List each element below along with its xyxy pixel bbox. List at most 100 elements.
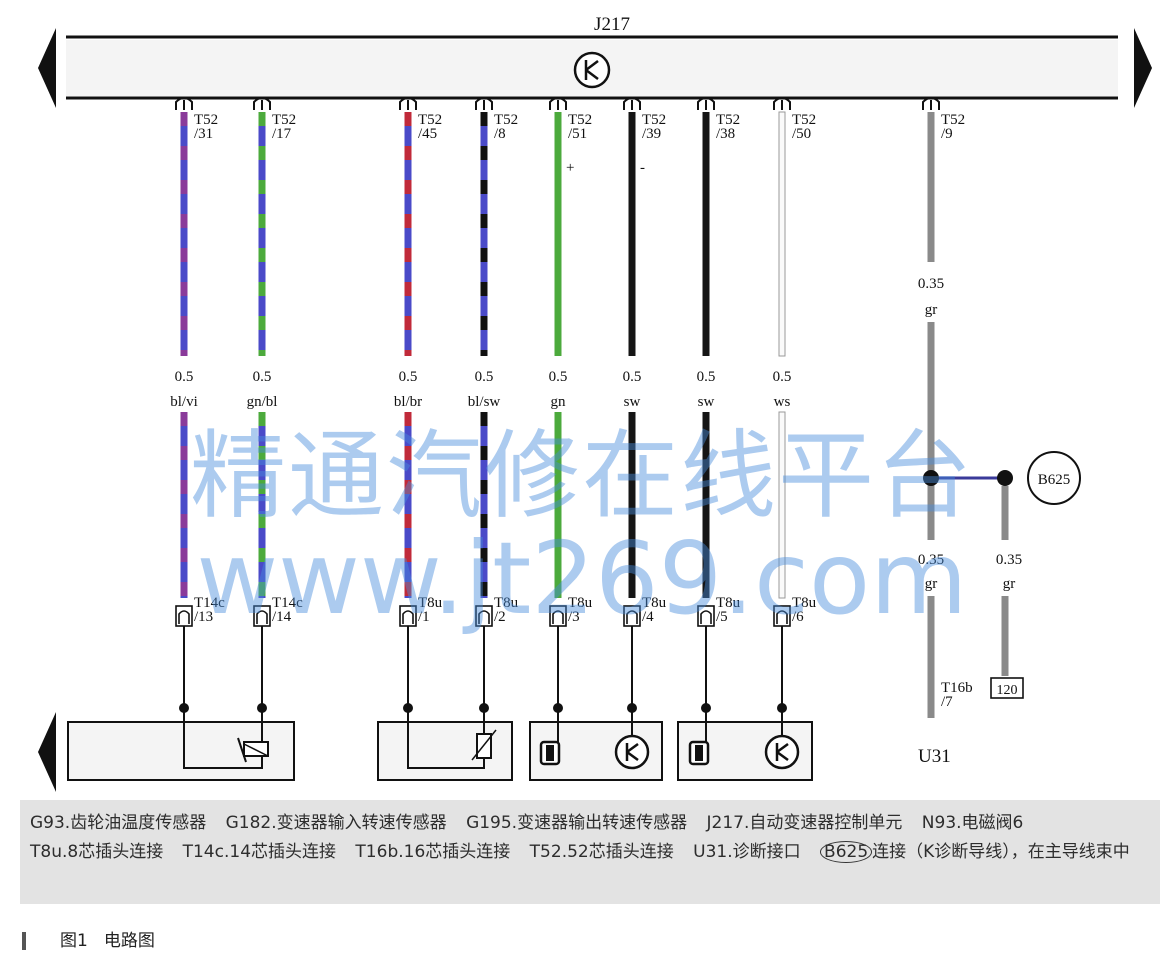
polarity-mark: + — [566, 160, 574, 176]
plug-terminal-icon — [399, 97, 417, 110]
legend-item: T52.52芯插头连接 — [529, 842, 674, 862]
wire-gauge: 0.5 — [697, 369, 716, 385]
component-g93-n93 — [67, 721, 295, 781]
plug-terminal-icon — [623, 97, 641, 110]
wire-color-code: gn/bl — [247, 394, 278, 410]
speed-sensor-icon — [688, 708, 710, 766]
pin-label: T52 — [272, 112, 296, 128]
polarity-mark: - — [640, 160, 645, 176]
pin-label: T52 — [642, 112, 666, 128]
legend-item: G195.变速器输出转速传感器 — [466, 813, 688, 833]
ecu-symbol-icon — [764, 708, 800, 770]
splice-b625-circle — [1027, 451, 1081, 505]
connector-socket-icon — [175, 605, 193, 627]
connector-label: /5 — [716, 609, 728, 625]
caption-bar — [22, 932, 26, 950]
wire-gauge: 0.5 — [399, 369, 418, 385]
pin-label: T52 — [716, 112, 740, 128]
connector-label: T8u — [418, 595, 443, 611]
wire-color-code: bl/br — [394, 394, 422, 410]
connector-label: /6 — [792, 609, 804, 625]
connector-label: /13 — [194, 609, 213, 625]
ecu-symbol-icon — [614, 708, 650, 770]
connector-label: /3 — [568, 609, 580, 625]
arrow-right-icon — [1134, 28, 1152, 108]
arrow-left-icon — [38, 28, 56, 108]
wire-gauge: 0.5 — [773, 369, 792, 385]
pin-label: T52 — [494, 112, 518, 128]
diagnostic-unit-label: U31 — [918, 746, 951, 767]
wire-segment — [778, 411, 786, 599]
connector-label: T14c — [194, 595, 225, 611]
caption-fig: 图1 — [60, 931, 88, 951]
connector-label: /1 — [418, 609, 430, 625]
wire-color-code: sw — [624, 394, 641, 410]
legend-item: U31.诊断接口 — [693, 842, 801, 862]
solenoid-valve-icon — [237, 737, 269, 763]
connector-label: T8u — [642, 595, 667, 611]
module-label: J217 — [594, 14, 630, 35]
connector-label: 120 — [997, 683, 1018, 698]
pin-label: T52 — [418, 112, 442, 128]
wire-color-code: bl/vi — [170, 394, 198, 410]
pin-label: /45 — [418, 126, 437, 142]
wire-color-code: ws — [774, 394, 791, 410]
pin-label: /9 — [941, 126, 953, 142]
wire-color-code: gn — [551, 394, 567, 410]
plug-terminal-icon — [549, 97, 567, 110]
speed-sensor-icon — [539, 708, 561, 766]
arrow-left-icon — [38, 712, 56, 792]
connector-label: /14 — [272, 609, 292, 625]
wire-gauge: 0.5 — [549, 369, 568, 385]
pin-label: T52 — [194, 112, 218, 128]
connector-label: T14c — [272, 595, 303, 611]
pin-label: T52 — [792, 112, 816, 128]
pin-label: /50 — [792, 126, 811, 142]
plug-terminal-icon — [773, 97, 791, 110]
wire-gauge: 0.5 — [253, 369, 272, 385]
connector-socket-icon — [623, 605, 641, 627]
connector-socket-icon — [253, 605, 271, 627]
connector-socket-icon — [549, 605, 567, 627]
legend-item: J217.自动变速器控制单元 — [706, 813, 903, 833]
connector-socket-icon — [475, 605, 493, 627]
wire-gauge: 0.5 — [175, 369, 194, 385]
splice-dot — [923, 470, 939, 486]
plug-terminal-icon — [922, 97, 940, 110]
wire-segment — [778, 111, 786, 357]
plug-terminal-icon — [175, 97, 193, 110]
connector-label: /4 — [642, 609, 654, 625]
ecu-symbol-icon — [573, 51, 611, 89]
legend-item: T8u.8芯插头连接 — [30, 842, 164, 862]
component-bar — [38, 708, 813, 792]
wire-gauge: 0.5 — [623, 369, 642, 385]
plug-terminal-icon — [253, 97, 271, 110]
wire-color-code: gr — [925, 576, 938, 592]
connector-label: T16b — [941, 680, 973, 696]
temperature-sensor-icon — [471, 729, 497, 761]
circuit-diagram: J217 T52/310.5bl/viT14c/13T52/170.5gn/bl… — [38, 14, 1152, 792]
legend-item: T14c.14芯插头连接 — [182, 842, 337, 862]
control-unit-j217: J217 — [38, 14, 1152, 108]
connector-label: /2 — [494, 609, 506, 625]
connector-label: T8u — [716, 595, 741, 611]
wire-color-code: gr — [1003, 576, 1016, 592]
pin-label: T52 — [941, 112, 965, 128]
wire-gauge: 0.35 — [918, 276, 944, 292]
plug-terminal-icon — [475, 97, 493, 110]
plug-terminal-icon — [697, 97, 715, 110]
wire-color-code: sw — [698, 394, 715, 410]
wire-gauge: 0.35 — [918, 552, 944, 568]
legend-item: G93.齿轮油温度传感器 — [30, 813, 207, 833]
legend-code-b625: B625 — [820, 841, 873, 863]
wire-gauge: 0.5 — [475, 369, 494, 385]
